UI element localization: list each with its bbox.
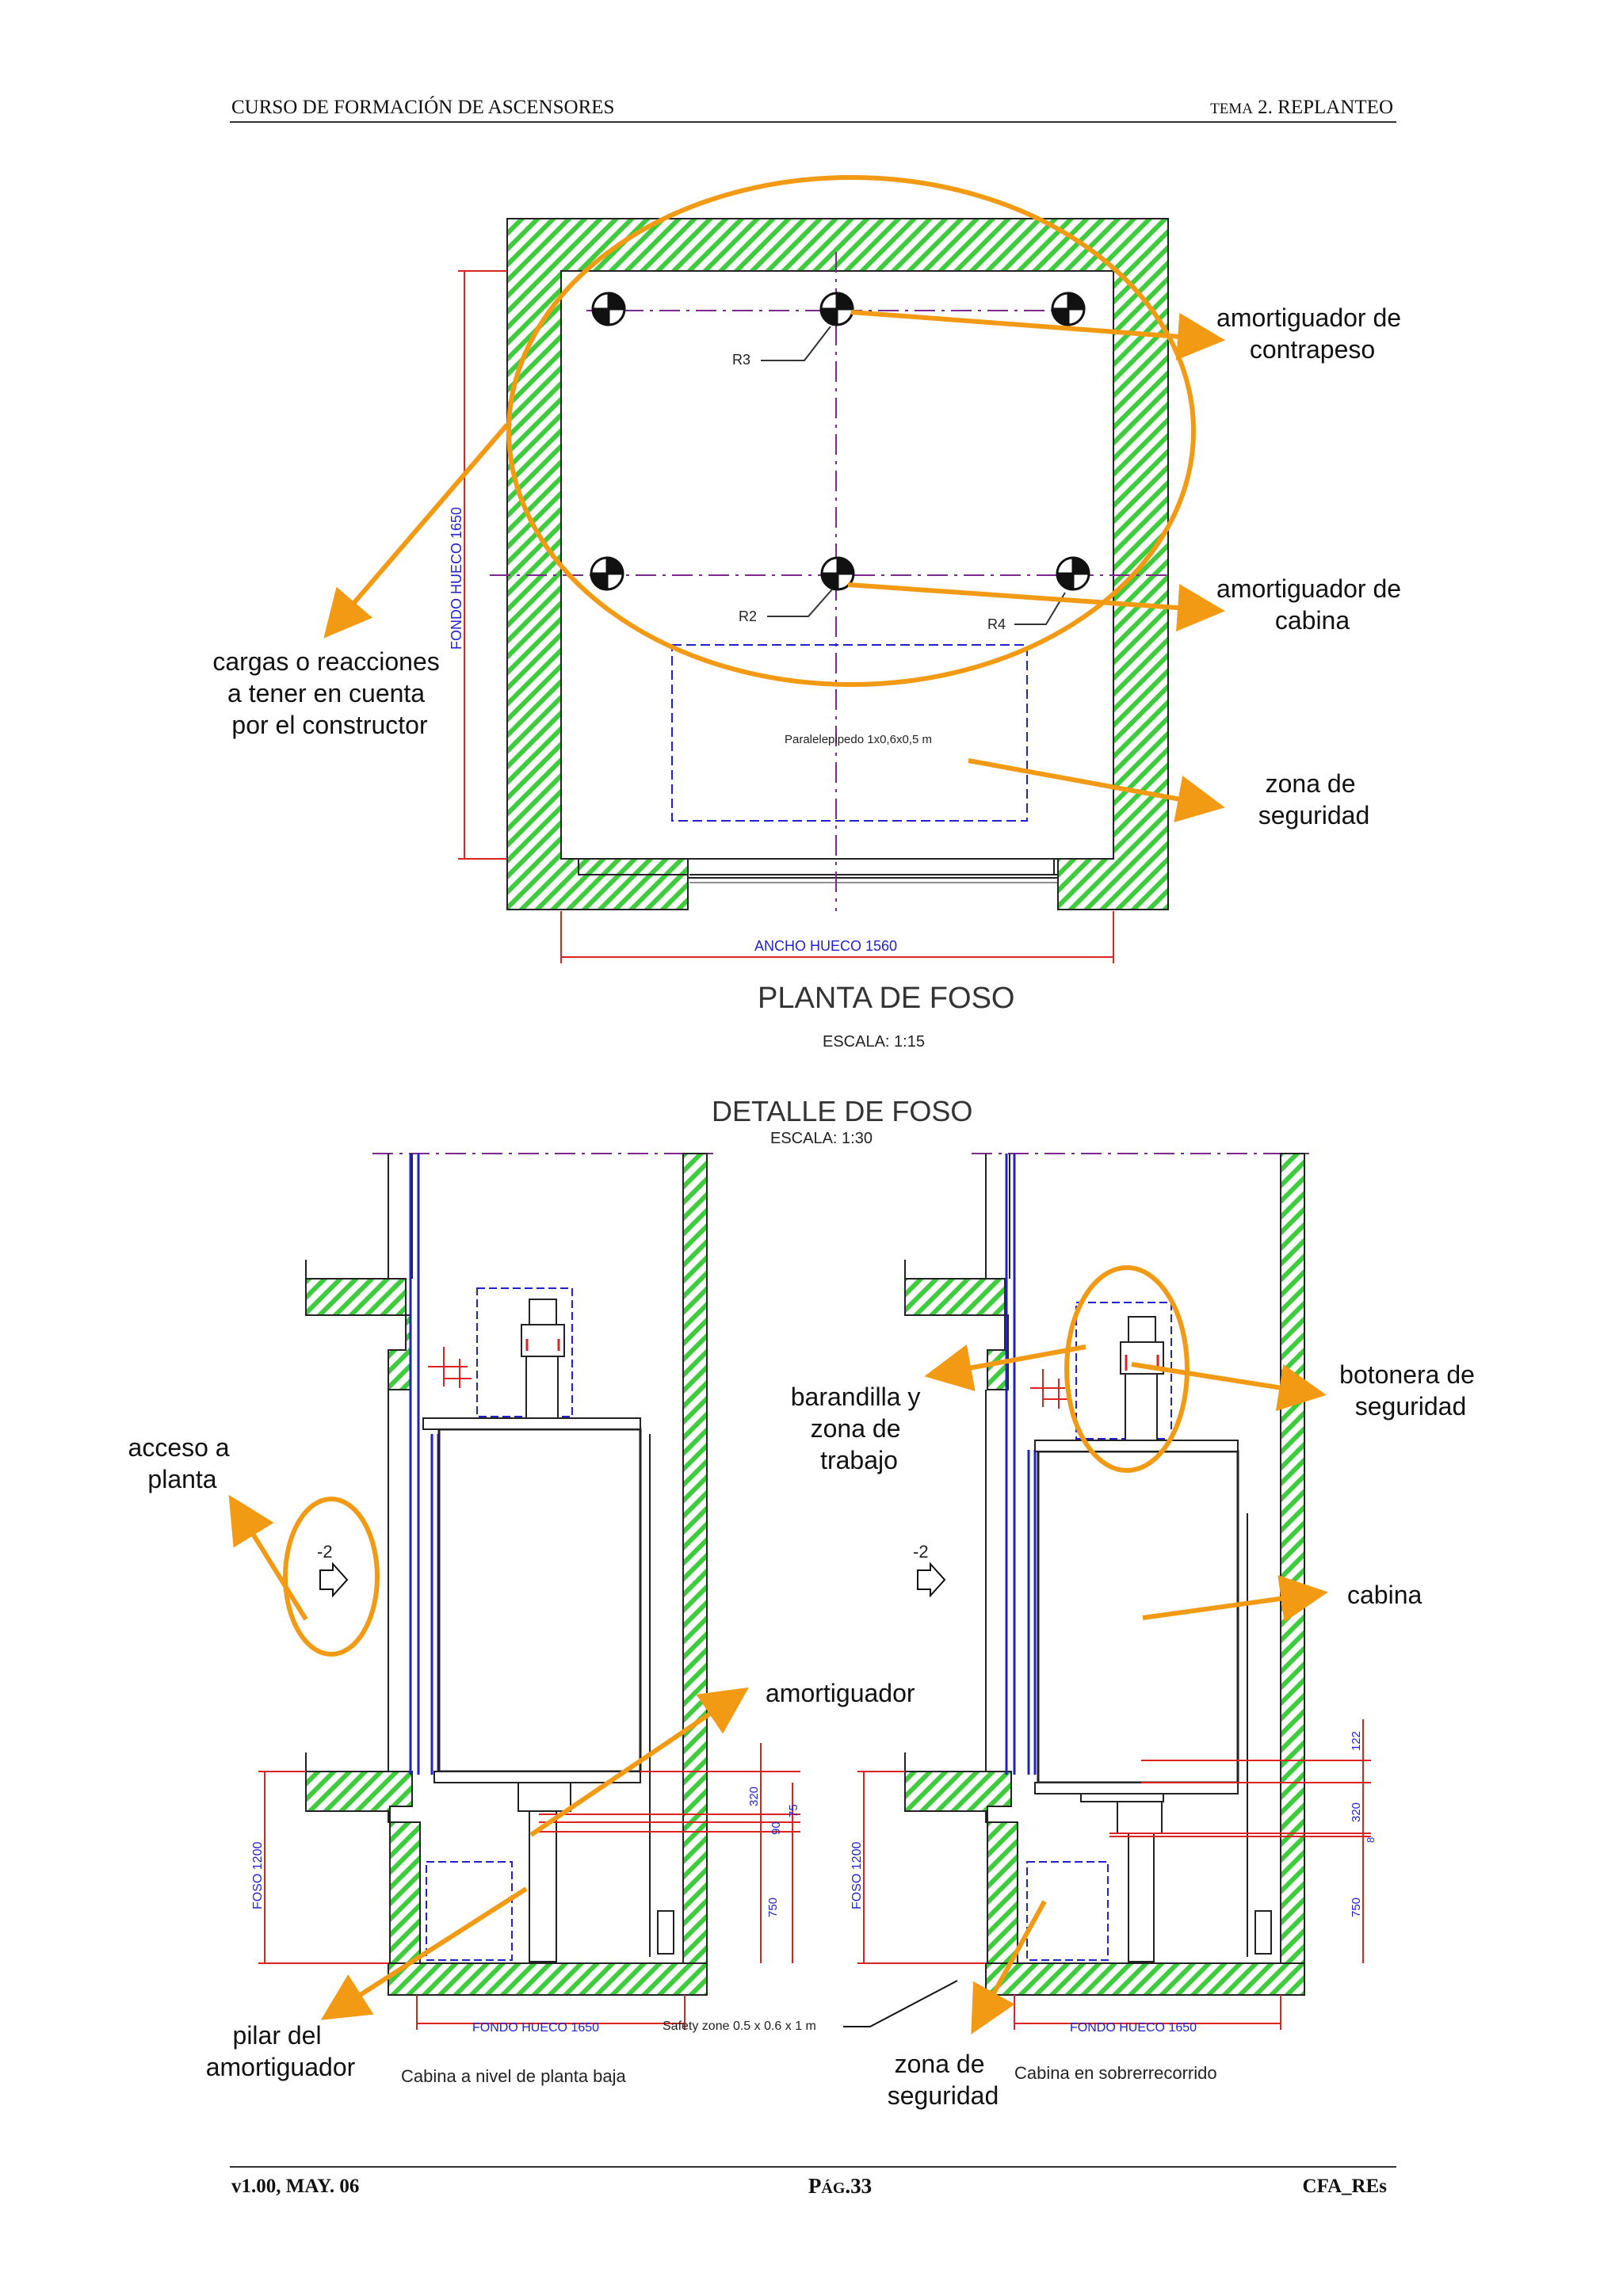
annotation-detail-safety-zone: zona de seguridad <box>888 2050 999 2110</box>
right-dim-122: 122 <box>1350 1731 1363 1751</box>
left-dim-75: 75 <box>787 1804 800 1817</box>
right-dim-750: 750 <box>1350 1897 1363 1917</box>
annotation-counterweight-buffer: amortiguador de contrapeso <box>1216 303 1408 364</box>
footer-page: PÁG.33 <box>792 2174 888 2199</box>
plan-title: PLANTA DE FOSO <box>758 982 1014 1015</box>
header-left: CURSO DE FORMACIÓN DE ASCENSORES <box>231 97 615 118</box>
header-rule <box>230 121 1396 123</box>
annotation-loads: cargas o reacciones a tener en cuenta po… <box>212 647 446 739</box>
left-depth-dimension: FONDO HUECO 1650 <box>472 2021 599 2035</box>
plan-parallelepiped-label: Paralelepipedo 1x0,6x0,5 m <box>785 733 932 746</box>
counterweight-buffer-symbols <box>591 292 1086 326</box>
annotation-safety-panel-l2: seguridad <box>1355 1392 1467 1421</box>
plan-depth-dimension: FONDO HUECO 1650 <box>449 507 464 650</box>
header-right: TEMA 2. REPLANTEO <box>1210 97 1393 119</box>
railing-highlight-ellipse <box>1064 1265 1190 1473</box>
footer-code: CFA_REs <box>1302 2176 1387 2197</box>
footer-page-number: .33 <box>845 2174 873 2198</box>
footer-page-small: ÁG <box>821 2180 846 2197</box>
annotation-detail-safety-zone-l2: seguridad <box>888 2081 999 2110</box>
annotation-floor-access-l2: planta <box>147 1465 216 1493</box>
header-right-prefix: TEMA <box>1210 101 1253 117</box>
annotation-car-buffer-l1: amortiguador de <box>1216 574 1401 603</box>
annotation-floor-access: acceso a planta <box>128 1433 237 1493</box>
left-car-body <box>437 1428 642 1773</box>
annotation-buffer-pillar-l1: pilar del <box>233 2021 322 2050</box>
left-level-arrow-icon <box>319 1562 349 1598</box>
car-buffer-symbols <box>590 556 1090 591</box>
annotation-car: cabina <box>1347 1581 1423 1609</box>
plan-sill <box>561 858 1113 879</box>
plan-view: R3 R2 R4 Paralelepipedo 1x0,6x0,5 m ANCH… <box>449 218 1169 1051</box>
annotation-railing-l2: zona de <box>811 1414 901 1443</box>
annotation-loads-l2: a tener en cuenta <box>227 679 425 707</box>
section-right: FOSO 1200 FONDO HUECO 1650 122 320 8 750… <box>850 1153 1377 2083</box>
annotation-buffer-pillar-l2: amortiguador <box>206 2053 356 2081</box>
section-left: FOSO 1200 FONDO HUECO 1650 320 90 75 750… <box>251 1153 800 2086</box>
annotation-floor-access-l1: acceso a <box>128 1433 230 1462</box>
right-pit-dimension: FOSO 1200 <box>850 1842 864 1909</box>
detail-title: DETALLE DE FOSO <box>712 1095 972 1127</box>
plan-scale: ESCALA: 1:15 <box>823 1033 925 1051</box>
left-dim-750: 750 <box>766 1897 780 1917</box>
right-car-body <box>1037 1450 1239 1784</box>
floor-access-highlight-ellipse <box>283 1497 380 1657</box>
annotation-detail-safety-zone-l1: zona de <box>895 2050 985 2078</box>
left-dim-90: 90 <box>769 1821 783 1835</box>
left-pit-dimension: FOSO 1200 <box>251 1842 265 1909</box>
annotation-safety-panel: botonera de seguridad <box>1339 1360 1482 1421</box>
annotation-loads-l1: cargas o reacciones <box>212 647 439 676</box>
annotation-plan-safety-zone-l2: seguridad <box>1258 801 1370 830</box>
annotation-buffer-pillar: pilar del amortiguador <box>206 2021 356 2081</box>
annotation-car-buffer-l2: cabina <box>1275 606 1350 635</box>
annotation-safety-panel-l1: botonera de <box>1339 1360 1475 1389</box>
right-depth-dimension: FONDO HUECO 1650 <box>1070 2021 1197 2035</box>
left-caption: Cabina a nivel de planta baja <box>401 2066 627 2086</box>
annotation-buffer: amortiguador <box>766 1679 915 1707</box>
loads-highlight-ellipse <box>506 175 1196 687</box>
left-dim-320: 320 <box>747 1787 761 1806</box>
label-r4: R4 <box>987 616 1006 632</box>
annotation-railing-l1: barandilla y <box>791 1383 921 1411</box>
annotation-railing: barandilla y zona de trabajo <box>791 1383 928 1474</box>
label-r3: R3 <box>732 352 750 368</box>
annotation-counterweight-buffer-l1: amortiguador de <box>1216 303 1401 332</box>
annotations <box>228 175 1328 2035</box>
left-level-number: -2 <box>317 1542 333 1562</box>
right-level-number: -2 <box>913 1542 929 1562</box>
footer-rule <box>230 2166 1396 2168</box>
annotation-plan-safety-zone: zona de seguridad <box>1258 769 1370 830</box>
detail-scale: ESCALA: 1:30 <box>770 1130 873 1147</box>
footer-page-prefix: P <box>808 2174 822 2198</box>
annotation-car-buffer: amortiguador de cabina <box>1216 574 1408 635</box>
header-right-main: 2. REPLANTEO <box>1258 97 1393 118</box>
safety-zone-text: Safety zone 0.5 x 0.6 x 1 m <box>663 2019 816 2033</box>
plan-safety-zone-rect <box>671 644 1028 822</box>
right-dim-320: 320 <box>1350 1802 1363 1822</box>
annotation-counterweight-buffer-l2: contrapeso <box>1250 335 1375 364</box>
annotation-railing-l3: trabajo <box>820 1446 898 1474</box>
right-dim-8: 8 <box>1365 1837 1377 1843</box>
footer-version: v1.00, MAY. 06 <box>231 2176 360 2197</box>
annotation-plan-safety-zone-l1: zona de <box>1266 769 1356 798</box>
label-r2: R2 <box>739 608 757 624</box>
right-level-arrow-icon <box>917 1562 946 1598</box>
plan-width-dimension: ANCHO HUECO 1560 <box>754 938 897 954</box>
right-caption: Cabina en sobrerrecorrido <box>1014 2063 1217 2083</box>
annotation-loads-l3: por el constructor <box>231 711 428 739</box>
